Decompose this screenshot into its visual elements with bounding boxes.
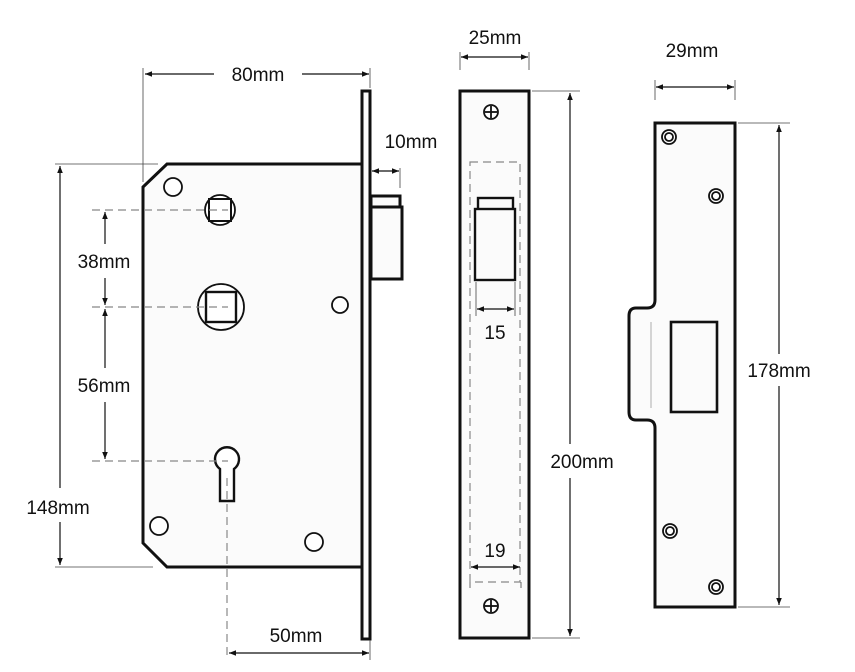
strike-width-label: 29mm: [666, 41, 719, 62]
latch-bolt-slot: [473, 207, 517, 282]
spindle-to-spindle-label: 38mm: [78, 252, 131, 273]
bolt-throw-label: 10mm: [385, 132, 438, 153]
lock-height-label: 148mm: [26, 498, 89, 519]
lock-faceplate: [360, 89, 372, 641]
strike-bolt-opening: [669, 320, 719, 414]
screw-hole: [662, 523, 678, 539]
screw-icon: [483, 598, 499, 614]
lock-dimensions: [55, 68, 401, 660]
latch-bolt: [369, 194, 404, 281]
screw-hole: [163, 177, 183, 197]
forend-plate: [458, 89, 531, 640]
strike-plate: [627, 121, 737, 609]
lock-body: [141, 89, 404, 641]
keyhole: [213, 446, 241, 503]
screw-icon: [483, 104, 499, 120]
screw-hole: [331, 296, 349, 314]
spindle-to-keyhole-label: 56mm: [78, 376, 131, 397]
lock-width-label: 80mm: [232, 65, 285, 86]
bolt-width-label: 15: [484, 323, 505, 344]
screw-hole: [304, 532, 324, 552]
forend-height-label: 200mm: [550, 452, 613, 473]
case-width-label: 19: [484, 541, 505, 562]
backset-label: 50mm: [270, 626, 323, 647]
screw-hole: [661, 129, 677, 145]
forend-width-label: 25mm: [469, 28, 522, 49]
screw-hole: [708, 579, 724, 595]
strike-dimensions: [654, 80, 790, 608]
case-outline: [469, 161, 521, 583]
screw-hole: [708, 188, 724, 204]
forend-dimensions: [459, 52, 580, 639]
lower-spindle-hole: [197, 283, 245, 331]
screw-hole: [149, 516, 169, 536]
strike-height-label: 178mm: [747, 361, 810, 382]
